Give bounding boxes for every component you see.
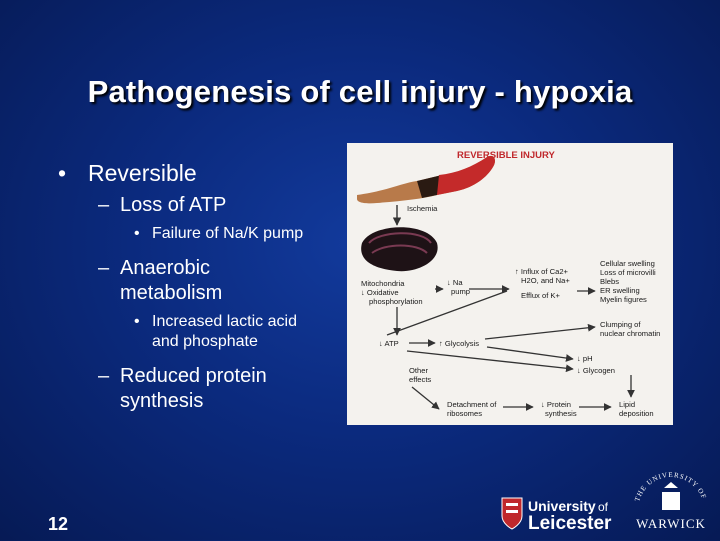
bullet-list: • Reversible – Loss of ATP • Failure of …	[58, 160, 348, 414]
leicester-name-text: Leicester	[528, 513, 612, 532]
phosphorylation-label: phosphorylation	[369, 297, 423, 306]
bullet-line: Anaerobic	[120, 257, 210, 279]
shield-stripe	[506, 503, 518, 506]
warwick-logo: THE UNIVERSITY OF WARWICK	[626, 470, 716, 541]
crest-icon	[662, 482, 680, 510]
shield-stripe	[506, 510, 518, 513]
effect-blebs: Blebs	[600, 277, 619, 286]
bullet-protein: – Reduced protein synthesis	[98, 364, 348, 414]
bullet-pump-failure: • Failure of Na/K pump	[134, 224, 348, 244]
bullet-text-block: Increased lactic acid and phosphate	[152, 312, 297, 352]
effect-swelling: Cellular swelling	[600, 259, 655, 268]
glycolysis-label: ↑ Glycolysis	[439, 339, 479, 348]
mitochondria-label: Mitochondria	[361, 279, 405, 288]
bullet-dot: •	[58, 160, 88, 187]
bullet-text-block: Anaerobic metabolism	[120, 256, 222, 306]
warwick-logo-svg: THE UNIVERSITY OF WARWICK	[626, 470, 716, 536]
detachment-label: Detachment of	[447, 400, 497, 409]
diagram-heading: REVERSIBLE INJURY	[457, 150, 555, 161]
bullet-text-block: Reduced protein synthesis	[120, 364, 267, 414]
bullet-text: Failure of Na/K pump	[152, 224, 303, 244]
effects-label: effects	[409, 375, 431, 384]
reversible-injury-diagram: REVERSIBLE INJURY Ischemia Mitochondria …	[347, 143, 673, 425]
bullet-text: Reversible	[88, 160, 197, 187]
dash-mark: –	[98, 193, 120, 218]
bullet-line: metabolism	[120, 282, 222, 304]
bullet-line: and phosphate	[152, 333, 258, 350]
diagram-arrows	[387, 289, 631, 409]
ribosomes-label: ribosomes	[447, 409, 482, 418]
chromatin-label: nuclear chromatin	[600, 329, 660, 338]
deposition-label: deposition	[619, 409, 654, 418]
bullet-lactic-acid: • Increased lactic acid and phosphate	[134, 312, 348, 352]
bullet-line: Reduced protein	[120, 365, 267, 387]
h2o-label: H2O, and Na+	[521, 276, 570, 285]
clumping-label: Clumping of	[600, 320, 641, 329]
warwick-name-text: WARWICK	[636, 516, 706, 531]
mitochondrion-icon	[361, 227, 437, 271]
bullet-line: synthesis	[120, 390, 203, 412]
oxidative-label: ↓ Oxidative	[361, 288, 399, 297]
effect-myelin: Myelin figures	[600, 295, 647, 304]
efflux-label: Efflux of K+	[521, 291, 560, 300]
bullet-loss-atp: – Loss of ATP	[98, 193, 348, 218]
dash-mark: –	[98, 364, 120, 414]
atp-label: ↓ ATP	[379, 339, 399, 348]
artery-icon	[357, 156, 495, 203]
ischemia-label: Ischemia	[407, 204, 438, 213]
bullet-dot: •	[134, 224, 152, 244]
effect-microvilli: Loss of microvilli	[600, 268, 656, 277]
bullet-text: Loss of ATP	[120, 193, 226, 218]
lipid-label: Lipid	[619, 400, 635, 409]
bullet-anaerobic: – Anaerobic metabolism	[98, 256, 348, 306]
na-label: ↓ Na	[447, 278, 463, 287]
ph-label: ↓ pH	[577, 354, 593, 363]
bullet-dot: •	[134, 312, 152, 352]
effect-er: ER swelling	[600, 286, 640, 295]
leicester-university-text: University	[528, 498, 596, 514]
other-label: Other	[409, 366, 428, 375]
synthesis-label: synthesis	[545, 409, 577, 418]
glycogen-label: ↓ Glycogen	[577, 366, 615, 375]
protein-label: ↓ Protein	[541, 400, 571, 409]
leicester-logo-svg: University of Leicester	[500, 496, 624, 532]
shield-icon	[502, 498, 522, 529]
dash-mark: –	[98, 256, 120, 306]
diagram-svg: REVERSIBLE INJURY Ischemia Mitochondria …	[347, 143, 673, 425]
page-number: 12	[48, 514, 68, 535]
pump-label: pump	[451, 287, 470, 296]
bullet-line: Increased lactic acid	[152, 313, 297, 330]
leicester-logo: University of Leicester	[500, 496, 624, 537]
influx-label: ↑ Influx of Ca2+	[515, 267, 569, 276]
leicester-of-text: of	[598, 500, 609, 514]
bullet-reversible: • Reversible	[58, 160, 348, 187]
slide-title: Pathogenesis of cell injury - hypoxia	[0, 74, 720, 110]
